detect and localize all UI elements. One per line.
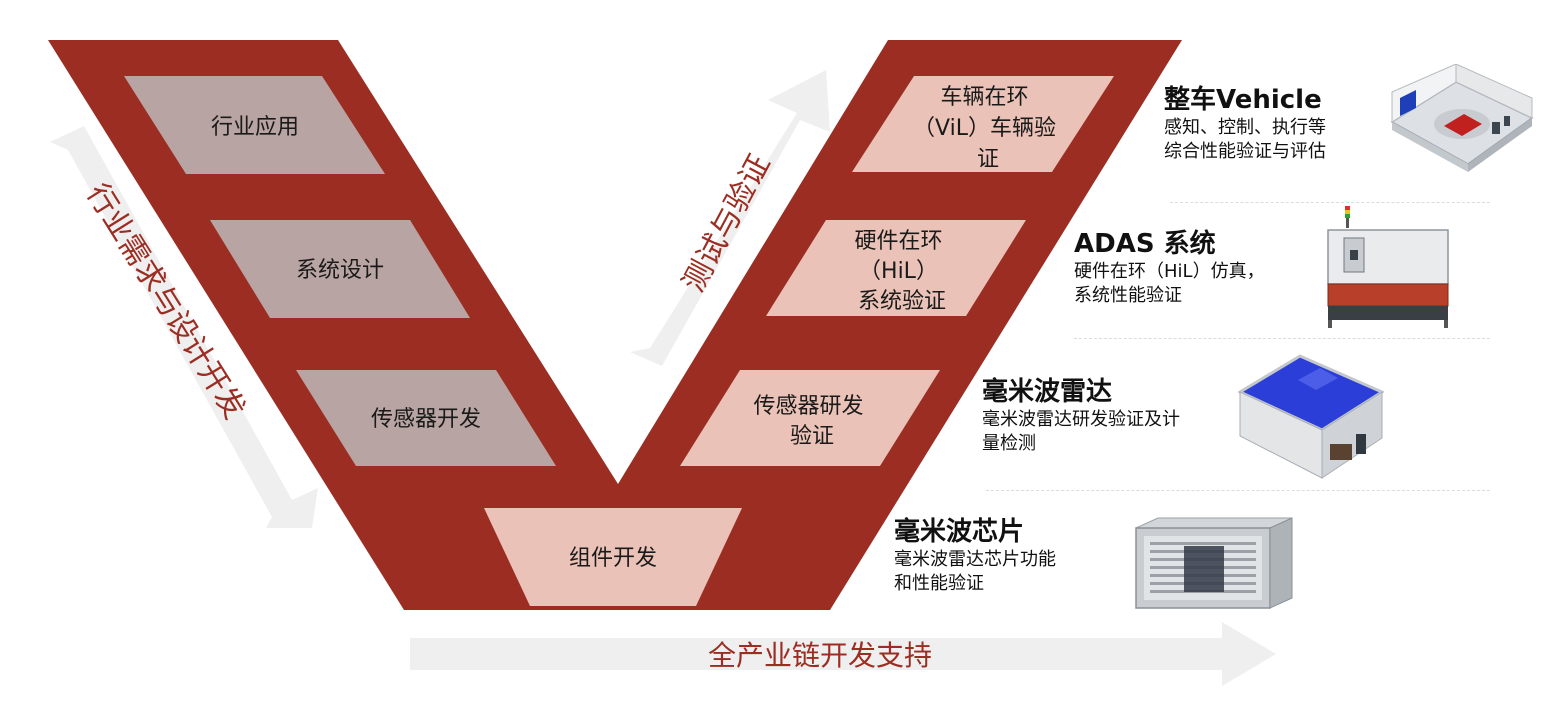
stage-label-system-design: 系统设计 [296,258,384,283]
stage-box-hil [766,220,1026,316]
stage-box-sensor-validation [680,370,940,466]
stage-label-component-development: 组件开发 [569,546,657,571]
info-radar-desc-2: 量检测 [982,433,1036,454]
divider-2 [1074,338,1490,339]
stage-box-vil [852,76,1114,172]
divider-3 [986,490,1490,491]
info-adas-desc-2: 系统性能验证 [1074,285,1182,306]
info-chip-desc-1: 毫米波雷达芯片功能 [894,549,1056,570]
stage-label-industry-application: 行业应用 [211,115,299,140]
chip-tester-icon [1135,517,1293,609]
stage-box-system-design [210,220,470,318]
hil-cabinet-icon [1327,206,1449,328]
info-radar-title: 毫米波雷达 [982,377,1113,407]
info-chip: 毫米波芯片 毫米波雷达芯片功能 和性能验证 [894,516,1056,596]
stage-box-industry-application [124,76,385,174]
anechoic-chamber-icon [1238,354,1384,479]
info-radar-desc-1: 毫米波雷达研发验证及计 [982,409,1180,430]
bottom-arrow-label: 全产业链开发支持 [708,639,932,672]
info-vehicle-desc-2: 综合性能验证与评估 [1164,141,1326,162]
stage-label-vil: 车辆在环 （ViL）车辆验 证 [913,85,1063,172]
v-band [48,40,1182,610]
stage-box-component-development [484,508,742,606]
info-radar: 毫米波雷达 毫米波雷达研发验证及计 量检测 [982,376,1180,456]
info-chip-title: 毫米波芯片 [894,517,1025,547]
right-arrow [630,70,830,366]
info-adas-title: ADAS 系统 [1074,229,1216,259]
stage-label-sensor-validation: 传感器研发 验证 [753,394,870,449]
info-chip-desc-2: 和性能验证 [894,573,984,594]
stage-label-sensor-development: 传感器开发 [371,407,481,432]
info-vehicle: 整车Vehicle 感知、控制、执行等 综合性能验证与评估 [1164,84,1326,164]
info-adas: ADAS 系统 硬件在环（HiL）仿真， 系统性能验证 [1074,228,1265,308]
info-vehicle-title: 整车Vehicle [1164,85,1322,115]
stage-box-sensor-development [296,370,556,466]
stage-label-hil: 硬件在环 （HiL） 系统验证 [854,229,949,314]
info-vehicle-desc-1: 感知、控制、执行等 [1164,117,1326,138]
left-arrow [50,126,318,528]
divider-1 [1170,202,1490,203]
info-adas-desc-1: 硬件在环（HiL）仿真， [1074,261,1265,282]
bottom-arrow [410,622,1276,686]
vehicle-test-chamber-icon [1390,64,1534,172]
